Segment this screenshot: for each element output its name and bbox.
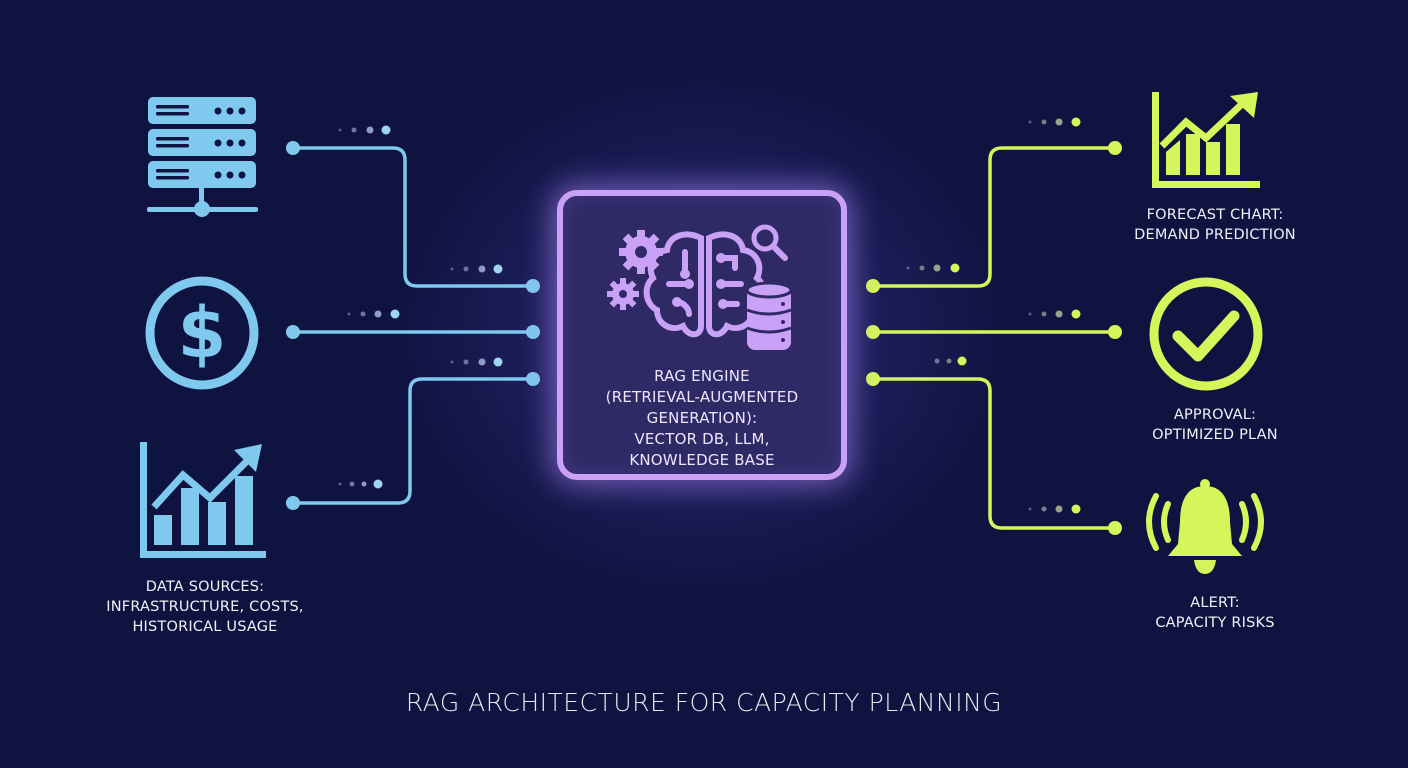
dollar-coin-icon: $ — [145, 276, 259, 390]
inputs-label-line: INFRASTRUCTURE, COSTS, — [106, 599, 304, 615]
output-wire-top — [871, 146, 1117, 288]
output-label-line: DEMAND PREDICTION — [1134, 227, 1296, 243]
check-circle-icon — [1149, 277, 1263, 391]
output-label-approval: APPROVAL: OPTIMIZED PLAN — [1100, 405, 1330, 445]
server-icon — [147, 97, 258, 217]
output-label-line: CAPACITY RISKS — [1155, 615, 1275, 631]
engine-label-line: RAG ENGINE — [654, 367, 750, 385]
diagram-title: RAG ARCHITECTURE FOR CAPACITY PLANNING — [405, 688, 1003, 717]
rag-engine-label: RAG ENGINE (RETRIEVAL-AUGMENTED GENERATI… — [563, 366, 841, 471]
gears-icon — [607, 230, 663, 310]
bell-alert-icon — [1146, 479, 1264, 574]
engine-label-line: GENERATION): — [646, 409, 758, 427]
inputs-label-line: HISTORICAL USAGE — [132, 619, 278, 635]
forecast-chart-icon — [1152, 92, 1260, 188]
database-icon — [745, 281, 793, 350]
engine-label-line: (RETRIEVAL-AUGMENTED — [605, 388, 799, 406]
output-label-line: OPTIMIZED PLAN — [1152, 427, 1278, 443]
output-wire-bottom — [871, 377, 1117, 530]
svg-text:$: $ — [178, 292, 227, 374]
output-label-line: APPROVAL: — [1173, 407, 1257, 423]
brain-icon — [643, 231, 767, 338]
input-wire-bottom — [291, 377, 535, 505]
bar-chart-trend-icon — [140, 442, 266, 558]
flow-dots-output — [906, 117, 1081, 514]
flow-dots-input — [338, 125, 503, 489]
output-label-alert: ALERT: CAPACITY RISKS — [1100, 593, 1330, 633]
rag-engine-box: RAG ENGINE (RETRIEVAL-AUGMENTED GENERATI… — [557, 190, 847, 480]
inputs-label: DATA SOURCES: INFRASTRUCTURE, COSTS, HIS… — [60, 577, 350, 637]
magnifier-icon — [751, 224, 788, 261]
brain-gears-database-icon — [607, 224, 793, 350]
input-wire-top — [291, 146, 535, 288]
output-label-forecast: FORECAST CHART: DEMAND PREDICTION — [1100, 205, 1330, 245]
inputs-label-line: DATA SOURCES: — [145, 579, 265, 595]
output-label-line: ALERT: — [1190, 595, 1240, 611]
engine-label-line: KNOWLEDGE BASE — [629, 451, 775, 469]
engine-label-line: VECTOR DB, LLM, — [634, 430, 770, 448]
output-label-line: FORECAST CHART: — [1146, 207, 1284, 223]
